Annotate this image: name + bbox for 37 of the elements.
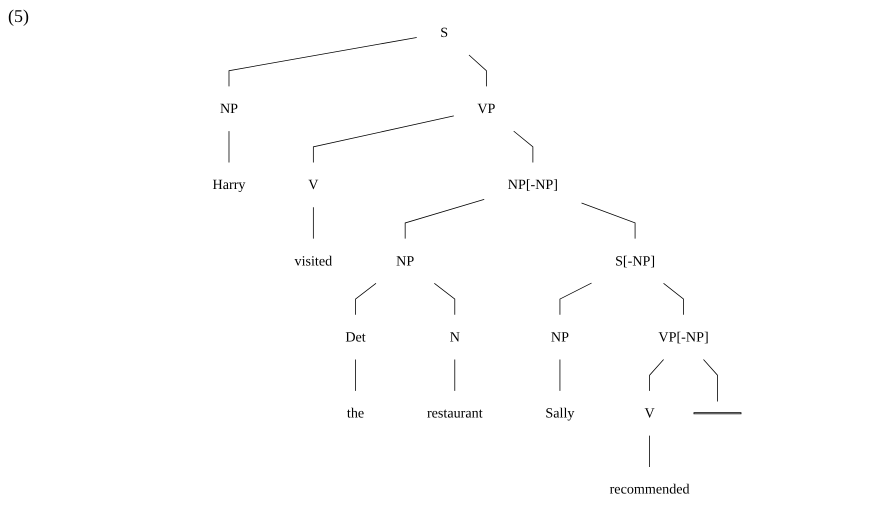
node-text: the xyxy=(346,405,364,421)
node-text: NP xyxy=(220,100,238,116)
connector xyxy=(312,116,454,163)
node-text: Sally xyxy=(545,405,574,421)
node-text: NP xyxy=(396,252,414,268)
connector xyxy=(355,359,356,392)
connector xyxy=(434,282,456,316)
node-text: recommended xyxy=(610,481,690,497)
connector xyxy=(663,282,684,316)
connector xyxy=(355,282,376,316)
connector xyxy=(649,359,664,392)
connector xyxy=(703,359,718,402)
connector xyxy=(468,54,487,87)
node-text: V xyxy=(308,176,318,192)
node-text: NP xyxy=(550,328,569,345)
connector xyxy=(454,359,456,392)
node-text: Det xyxy=(345,328,366,345)
node-text: N xyxy=(450,328,460,345)
node-text: NP[-NP] xyxy=(508,176,558,192)
connector xyxy=(228,130,230,163)
connector xyxy=(404,198,485,240)
node-text: VP[-NP] xyxy=(658,328,709,345)
node-bar xyxy=(694,412,742,414)
node-text: Harry xyxy=(212,176,246,192)
connector xyxy=(312,206,314,240)
example-number: (5) xyxy=(8,6,29,27)
connector xyxy=(649,435,650,468)
connector xyxy=(560,282,592,316)
node-text: S xyxy=(440,24,448,40)
connector xyxy=(513,130,534,163)
node-text: visited xyxy=(294,252,332,268)
node-text: S[-NP] xyxy=(615,252,656,268)
node-text: VP xyxy=(477,100,496,116)
node-text: restaurant xyxy=(426,405,483,421)
connector xyxy=(228,37,418,87)
node-text: V xyxy=(644,405,655,421)
connector xyxy=(581,202,636,240)
